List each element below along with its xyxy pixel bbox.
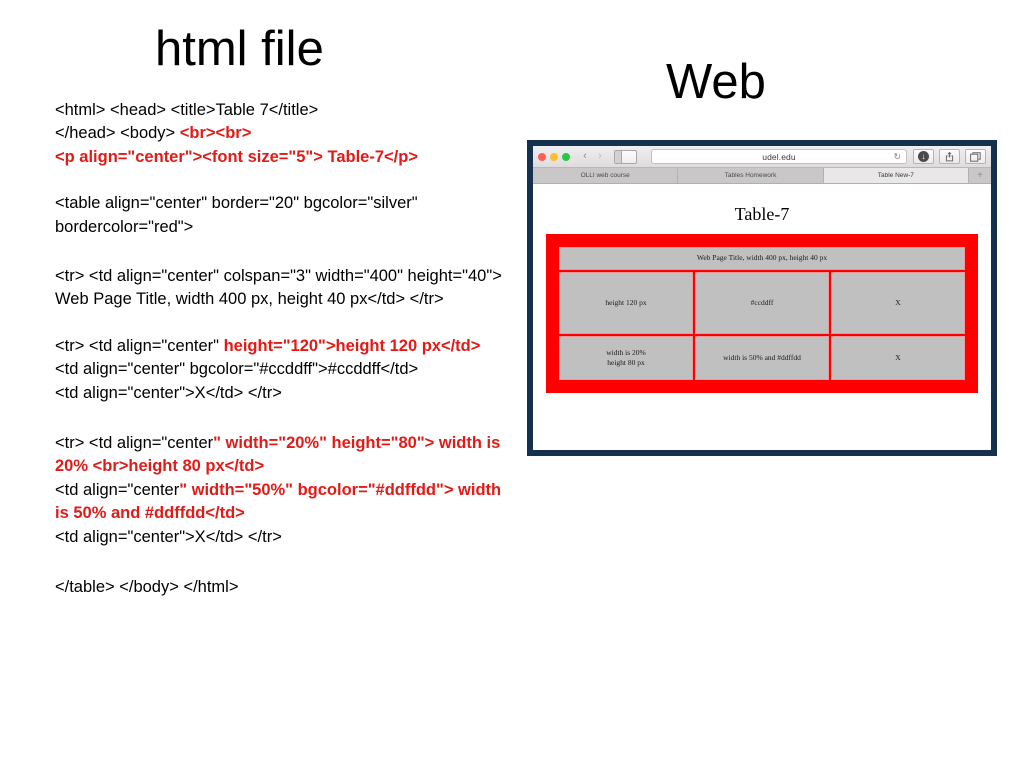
table-row-header: Web Page Title, width 400 px, height 40 … bbox=[559, 247, 965, 270]
browser-toolbar: ‹ › udel.edu ↻ ↓ bbox=[533, 146, 991, 168]
toolbar-right-buttons: ↓ bbox=[913, 149, 986, 164]
code-block-5: <tr> <td align="center" width="20%" heig… bbox=[55, 434, 502, 546]
table-cell-x-1: X bbox=[831, 272, 965, 334]
table-cell-page-title: Web Page Title, width 400 px, height 40 … bbox=[559, 247, 965, 270]
html-source-code-listing: <html> <head> <title>Table 7</title></he… bbox=[55, 99, 507, 600]
table-cell-width-20-line2: height 80 px bbox=[607, 358, 645, 367]
table-cell-x-2: X bbox=[831, 336, 965, 380]
close-window-icon[interactable] bbox=[538, 152, 546, 161]
table-row: width is 20% height 80 px width is 50% a… bbox=[559, 336, 965, 380]
maximize-window-icon[interactable] bbox=[562, 152, 570, 161]
code-block-4: <tr> <td align="center" height="120">hei… bbox=[55, 336, 481, 402]
browser-window: ‹ › udel.edu ↻ ↓ bbox=[533, 146, 991, 450]
navigation-buttons: ‹ › bbox=[578, 149, 607, 164]
url-text: udel.edu bbox=[762, 151, 796, 162]
tab-tables-homework[interactable]: Tables Homework bbox=[678, 168, 824, 183]
download-icon: ↓ bbox=[918, 151, 929, 162]
browser-window-frame: ‹ › udel.edu ↻ ↓ bbox=[527, 140, 997, 456]
code-block-6: </table> </body> </html> bbox=[55, 578, 239, 597]
sidebar-toggle-icon[interactable] bbox=[614, 149, 637, 164]
show-all-tabs-button[interactable] bbox=[965, 149, 986, 164]
address-bar[interactable]: udel.edu ↻ bbox=[651, 149, 907, 164]
new-tab-button[interactable]: + bbox=[968, 168, 991, 183]
rendered-table-red-border: Web Page Title, width 400 px, height 40 … bbox=[546, 234, 978, 393]
rendered-html-table: Web Page Title, width 400 px, height 40 … bbox=[557, 245, 967, 382]
page-title-web: Web bbox=[666, 55, 766, 109]
rendered-page-heading: Table-7 bbox=[734, 204, 790, 224]
table-cell-height-120: height 120 px bbox=[559, 272, 693, 334]
tab-olli-web-course[interactable]: OLLI web course bbox=[533, 168, 679, 183]
page-title-html-file: html file bbox=[155, 22, 324, 76]
table-row: height 120 px #ccddff X bbox=[559, 272, 965, 334]
table-cell-width-20: width is 20% height 80 px bbox=[559, 336, 693, 380]
code-block-2: <table align="center" border="20" bgcolo… bbox=[55, 194, 418, 236]
reload-icon[interactable]: ↻ bbox=[893, 151, 901, 161]
downloads-button[interactable]: ↓ bbox=[913, 149, 934, 164]
back-icon[interactable]: ‹ bbox=[583, 150, 587, 162]
forward-icon[interactable]: › bbox=[598, 150, 602, 162]
tabs-icon bbox=[970, 151, 981, 162]
code-block-1: <html> <head> <title>Table 7</title></he… bbox=[55, 101, 418, 166]
minimize-window-icon[interactable] bbox=[550, 152, 558, 161]
share-button[interactable] bbox=[939, 149, 960, 164]
share-icon bbox=[945, 151, 954, 162]
tab-table-new-7[interactable]: Table New-7 bbox=[823, 168, 969, 183]
table-cell-ddffdd: width is 50% and #ddffdd bbox=[695, 336, 829, 380]
window-controls bbox=[538, 152, 570, 161]
browser-page-content: Table-7 Web Page Title, width 400 px, he… bbox=[533, 184, 991, 450]
table-cell-ccddff: #ccddff bbox=[695, 272, 829, 334]
table-cell-width-20-line1: width is 20% bbox=[606, 347, 646, 357]
browser-tab-bar: OLLI web course Tables Homework Table Ne… bbox=[533, 168, 991, 184]
code-block-3: <tr> <td align="center" colspan="3" widt… bbox=[55, 267, 502, 309]
